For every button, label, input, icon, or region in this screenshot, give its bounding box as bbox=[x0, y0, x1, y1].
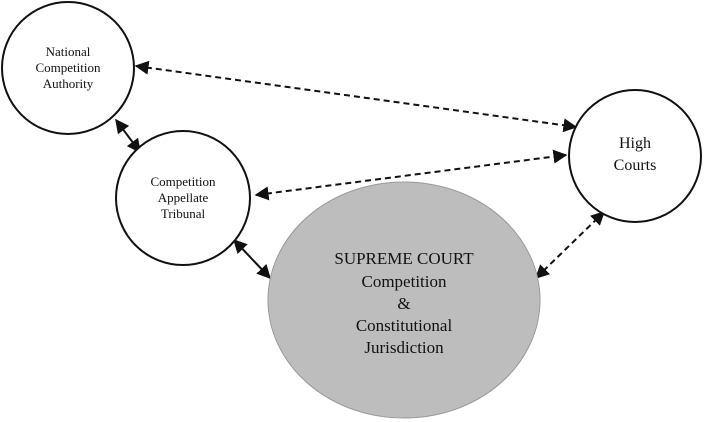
sc-label-line-4: Constitutional bbox=[356, 316, 453, 335]
node-supreme-court: SUPREME COURT Competition & Constitution… bbox=[267, 181, 541, 419]
sc-label-line-2: Competition bbox=[362, 272, 448, 291]
node-national-competition-authority: National Competition Authority bbox=[1, 1, 135, 135]
cat-label-line-1: Competition bbox=[151, 174, 217, 189]
sc-label-line-3: & bbox=[397, 294, 410, 313]
nca-label-line-2: Competition bbox=[36, 60, 102, 75]
edge-nca-cat bbox=[115, 118, 141, 154]
edge-cat-highcourts bbox=[254, 149, 568, 201]
sc-label-line-5: Jurisdiction bbox=[364, 338, 444, 357]
edge-cat-supreme bbox=[233, 238, 271, 280]
node-competition-appellate-tribunal: Competition Appellate Tribunal bbox=[115, 130, 251, 266]
cat-label-line-3: Tribunal bbox=[161, 206, 206, 221]
hc-label-line-2: Courts bbox=[614, 157, 657, 174]
hc-label-line-1: High bbox=[619, 135, 651, 152]
node-high-courts: High Courts bbox=[568, 89, 702, 223]
nca-label-line-3: Authority bbox=[43, 76, 94, 91]
edge-supreme-highcourts bbox=[534, 211, 606, 279]
cat-label-line-2: Appellate bbox=[158, 190, 209, 205]
nca-label-line-1: National bbox=[46, 44, 91, 59]
edge-nca-highcourts bbox=[134, 60, 578, 133]
sc-label-line-1: SUPREME COURT bbox=[334, 249, 474, 268]
